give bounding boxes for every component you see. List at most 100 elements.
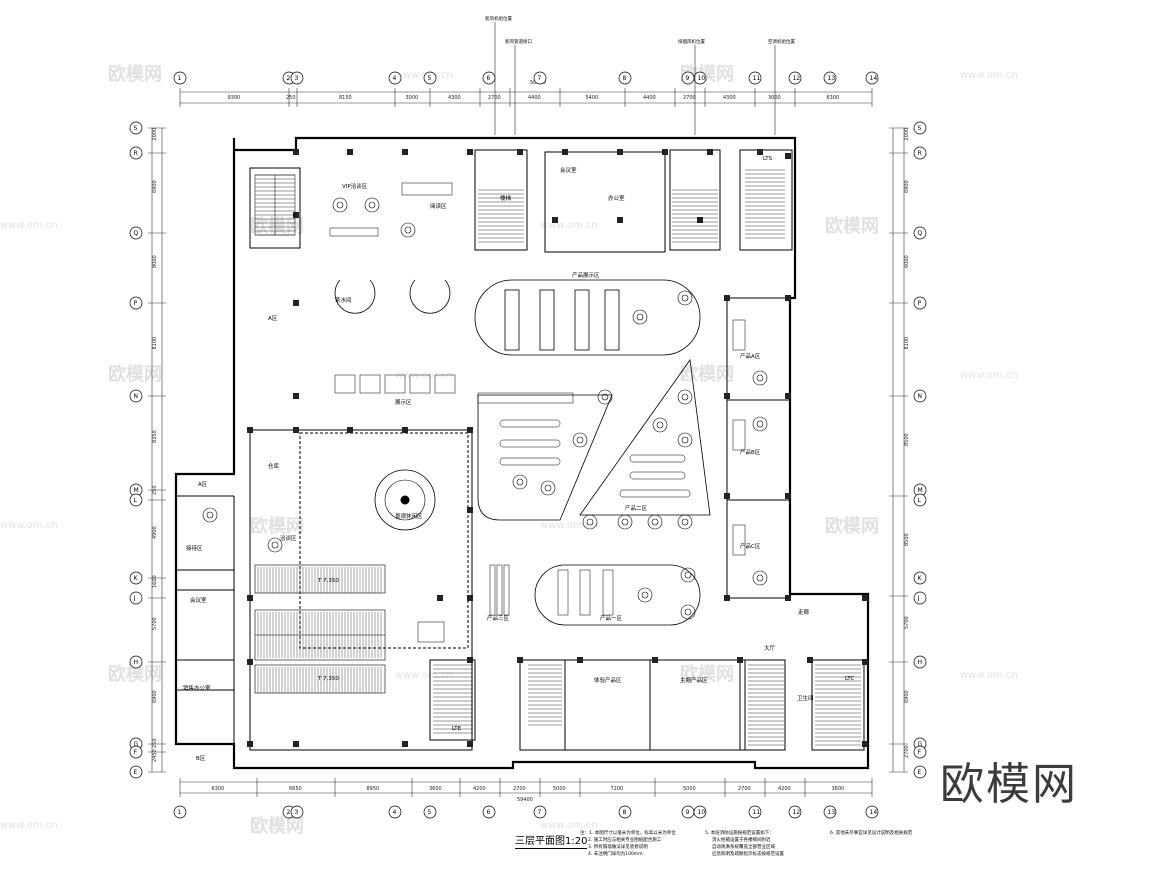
round-table bbox=[364, 197, 380, 213]
grid-bubble-label: 4 bbox=[393, 75, 397, 82]
dimension-label: 6900 bbox=[152, 180, 158, 193]
grid-bubble-label: M bbox=[134, 487, 139, 494]
round-table bbox=[267, 537, 283, 553]
dimension-label: 2000 bbox=[904, 128, 910, 141]
column bbox=[293, 149, 299, 155]
round-table-center bbox=[684, 608, 692, 616]
room-label: 卫生间 bbox=[797, 694, 814, 702]
grid-bubble bbox=[913, 389, 927, 403]
dimension-label: 5000 bbox=[683, 786, 696, 792]
grid-bubble bbox=[129, 121, 143, 135]
round-table bbox=[752, 416, 768, 432]
dimension-label: 8500 bbox=[904, 433, 910, 446]
grid-bubble-label: Q bbox=[918, 230, 923, 237]
dimension-label: 4300 bbox=[448, 95, 461, 101]
grid-bubble bbox=[129, 745, 143, 759]
display-rack bbox=[629, 454, 686, 463]
dimension-label: 2700 bbox=[513, 786, 526, 792]
grid-bubble-label: 1 bbox=[178, 75, 182, 82]
dimension-label: 5700 bbox=[152, 617, 158, 630]
room-label: 产品C区 bbox=[740, 542, 761, 550]
round-table bbox=[202, 507, 218, 523]
grid-bubble-label: R bbox=[134, 150, 138, 157]
grid-bubble bbox=[618, 71, 632, 85]
display-rack bbox=[409, 374, 431, 394]
grid-bubble-label: L bbox=[134, 497, 138, 504]
grid-bubble bbox=[482, 805, 496, 819]
dimension-label: 8500 bbox=[904, 533, 910, 546]
grid-bubble-label: N bbox=[134, 393, 139, 400]
round-table-center bbox=[516, 478, 524, 486]
room-label: 产品三区 bbox=[487, 614, 510, 622]
round-table-center bbox=[756, 420, 764, 428]
display-rack bbox=[499, 419, 561, 428]
dimension-label: 4900 bbox=[152, 526, 158, 539]
round-table bbox=[637, 587, 653, 603]
grid-bubble-label: E bbox=[134, 769, 138, 776]
column bbox=[467, 741, 473, 747]
dimension-label: 5000 bbox=[553, 786, 566, 792]
column bbox=[807, 657, 813, 663]
room-label: 产品一区 bbox=[600, 614, 623, 622]
round-table bbox=[582, 514, 598, 530]
room-label: 景观休闲区 bbox=[395, 512, 423, 520]
grid-bubble-label: H bbox=[134, 659, 139, 666]
display-rack bbox=[619, 489, 691, 498]
watermark-url: www.om.cn bbox=[540, 220, 598, 231]
column bbox=[247, 427, 253, 433]
watermark-text: 欧模网 bbox=[108, 663, 162, 685]
dimension-label: 6900 bbox=[904, 690, 910, 703]
svg-text:消火栓箱设置于各楼梯间附近: 消火栓箱设置于各楼梯间附近 bbox=[712, 836, 771, 843]
room-label: 楼梯 bbox=[500, 194, 512, 202]
round-table bbox=[752, 570, 768, 586]
grid-bubble bbox=[913, 493, 927, 507]
column bbox=[724, 295, 730, 301]
column bbox=[517, 149, 523, 155]
grid-bubble-label: H bbox=[918, 659, 923, 666]
column bbox=[617, 149, 623, 155]
dimension-label: 250 bbox=[286, 95, 296, 101]
grid-bubble bbox=[290, 71, 304, 85]
dimension-top bbox=[180, 91, 872, 104]
display-rack bbox=[499, 457, 561, 466]
dimension-label: 3600 bbox=[429, 786, 442, 792]
column bbox=[247, 595, 253, 601]
round-table-center bbox=[641, 591, 649, 599]
round-table-center bbox=[636, 313, 644, 321]
dimension-label: 8350 bbox=[152, 430, 158, 443]
round-table-center bbox=[756, 374, 764, 382]
grid-bubble bbox=[865, 805, 879, 819]
watermark-text: 欧模网 bbox=[680, 363, 734, 385]
grid-bubble-label: K bbox=[918, 575, 923, 582]
round-table-center bbox=[271, 541, 279, 549]
column bbox=[437, 595, 443, 601]
grid-bubble bbox=[748, 71, 762, 85]
room-label: LTS bbox=[763, 156, 773, 162]
column bbox=[517, 657, 523, 663]
room-label: LTE bbox=[452, 726, 462, 732]
round-table bbox=[677, 432, 693, 448]
display-rack bbox=[503, 564, 510, 616]
column bbox=[467, 507, 473, 513]
watermark-text: 欧模网 bbox=[250, 515, 304, 537]
column bbox=[617, 217, 623, 223]
round-table bbox=[597, 389, 613, 405]
grid-bubble bbox=[913, 121, 927, 135]
grid-bubble bbox=[913, 591, 927, 605]
round-table bbox=[680, 567, 696, 583]
dimension-label: 8100 bbox=[152, 337, 158, 350]
grid-bubble-label: 10 bbox=[698, 75, 706, 82]
round-table-center bbox=[368, 201, 376, 209]
svg-text:应急照明及疏散指示标志按规范设置: 应急照明及疏散指示标志按规范设置 bbox=[712, 850, 784, 857]
grid-bubble bbox=[788, 805, 802, 819]
svg-text:4. 未注明门垛均为100mm: 4. 未注明门垛均为100mm bbox=[588, 850, 643, 857]
room-label: 办公室 bbox=[608, 194, 625, 202]
round-table-center bbox=[656, 421, 664, 429]
drawing-title: 三层平面图1:20 bbox=[515, 832, 588, 849]
grid-bubble bbox=[129, 296, 143, 310]
column bbox=[785, 493, 791, 499]
watermark-text: 欧模网 bbox=[250, 815, 304, 837]
dimension-label: 6300 bbox=[827, 95, 840, 101]
round-table-center bbox=[681, 294, 689, 302]
